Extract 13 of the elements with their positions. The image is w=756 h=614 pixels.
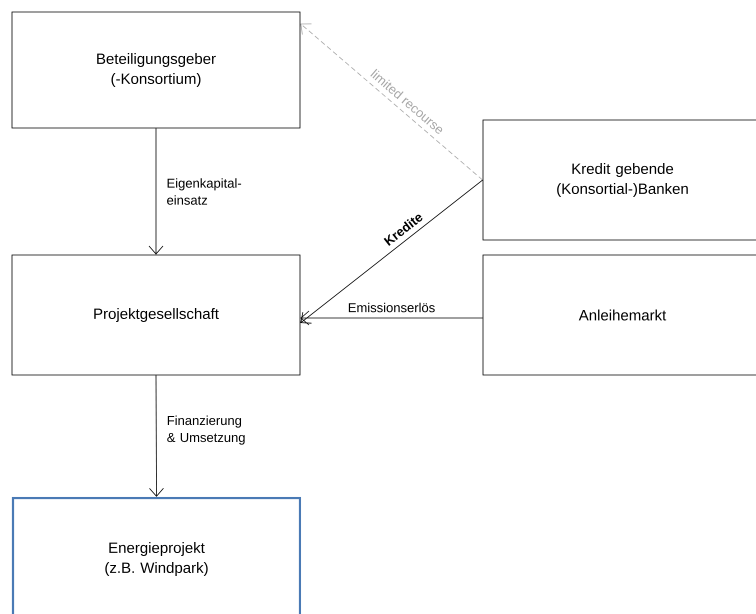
process-box: Energieprojekt (z.B. Windpark) [12,496,302,614]
process-box: Kredit gebende (Konsortial-)Banken [482,120,756,240]
edge-label: Finanzierung & Umsetzung [166,414,248,446]
process-box: Anleihemarkt [482,254,756,376]
process-box: Beteiligungsgeber (-Konsortium) [12,12,300,128]
arrow [148,128,164,255]
arrow [300,24,483,180]
edge-label: Eigenkapital- einsatz [166,177,246,206]
arrow [149,375,164,497]
process-box: Projektgesellschaft [12,254,300,376]
arrow [300,180,483,324]
edge-label: Emissionserlös [346,302,436,314]
arrow [300,310,483,326]
